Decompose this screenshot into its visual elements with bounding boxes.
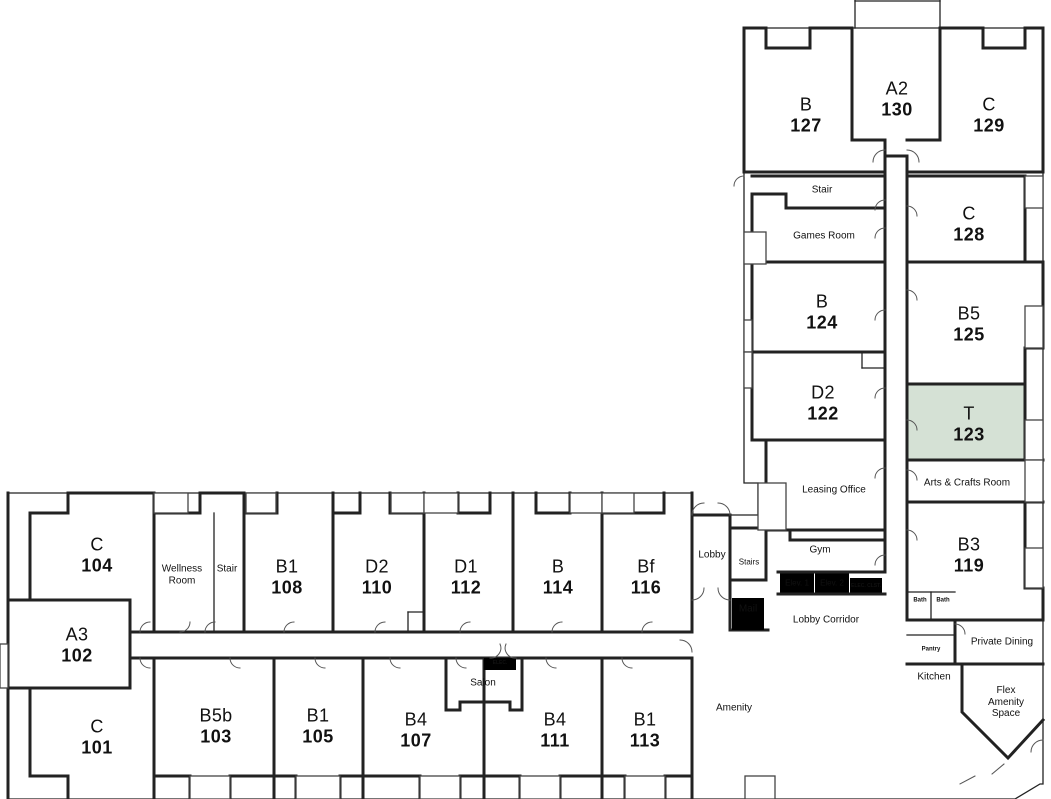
room-bath-2: Bath [936, 597, 950, 604]
room-bath-1: Bath [913, 597, 927, 604]
room-lobby-corridor: Lobby Corridor [792, 614, 860, 626]
unit-number: 102 [61, 645, 93, 665]
room-mail: Mail [738, 603, 758, 615]
unit-type: B5b [199, 705, 233, 726]
unit-number: 129 [973, 115, 1005, 135]
unit-number: 105 [302, 726, 334, 746]
room-elev-2: Elev. 2 [820, 578, 844, 588]
unit-number: 123 [953, 424, 985, 444]
room-stair-west: Stair [216, 563, 238, 575]
unit-type: C [982, 94, 996, 115]
unit-type: B [815, 291, 829, 312]
unit-number: 128 [953, 224, 985, 244]
room-kitchen: Kitchen [917, 671, 951, 683]
unit-type: B [551, 556, 565, 577]
unit-number: 113 [629, 730, 661, 750]
unit-type: T [963, 403, 975, 424]
unit-number: 112 [450, 577, 482, 597]
unit-type: D2 [365, 556, 389, 577]
unit-number: 122 [807, 403, 839, 423]
unit-type: B1 [275, 556, 299, 577]
unit-type: C [90, 716, 104, 737]
unit-number: 107 [400, 730, 432, 750]
unit-number: 124 [806, 312, 838, 332]
room-elec-closet: ELEC. CLST. [850, 583, 882, 590]
room-wellness: Wellness Room [161, 563, 203, 587]
unit-number: 130 [881, 99, 913, 119]
unit-type: C [90, 534, 104, 555]
room-amenity: Amenity [715, 702, 753, 714]
room-salon: Salon [470, 677, 496, 689]
room-lobby: Lobby [698, 549, 726, 561]
building-outline [7, 27, 1044, 799]
room-private-dining: Private Dining [970, 636, 1034, 648]
unit-number: 110 [361, 577, 393, 597]
unit-type: B5 [957, 303, 981, 324]
unit-number: 104 [81, 555, 113, 575]
unit-number: 114 [542, 577, 574, 597]
room-gym: Gym [809, 544, 831, 556]
unit-type: D2 [811, 382, 835, 403]
unit-number: 127 [790, 115, 822, 135]
unit-type: C [962, 203, 976, 224]
room-leasing-office: Leasing Office [802, 484, 866, 496]
room-arts-crafts: Arts & Crafts Room [923, 477, 1011, 489]
unit-type: B1 [306, 705, 330, 726]
unit-type: A3 [65, 624, 89, 645]
room-elev-1: Elev. 1 [785, 578, 809, 588]
unit-number: 119 [953, 555, 985, 575]
room-elec: ELEC. [492, 660, 508, 667]
unit-number: 101 [81, 737, 113, 757]
unit-number: 108 [271, 577, 303, 597]
unit-type: B [799, 94, 813, 115]
unit-type: A2 [885, 78, 909, 99]
unit-type: B1 [633, 709, 657, 730]
unit-number: 116 [630, 577, 662, 597]
unit-type: B4 [404, 709, 428, 730]
unit-type: B3 [957, 534, 981, 555]
unit-number: 103 [200, 726, 232, 746]
unit-number: 125 [953, 324, 985, 344]
room-games: Games Room [793, 230, 855, 242]
unit-type: Bf [637, 556, 655, 577]
unit-type: D1 [454, 556, 478, 577]
room-stairs: Stairs [738, 557, 760, 567]
room-stair-north: Stair [811, 184, 833, 196]
room-pantry: Pantry [921, 646, 941, 653]
unit-type: B4 [543, 709, 567, 730]
room-flex-amenity: Flex Amenity Space [987, 684, 1025, 719]
unit-number: 111 [540, 730, 570, 750]
